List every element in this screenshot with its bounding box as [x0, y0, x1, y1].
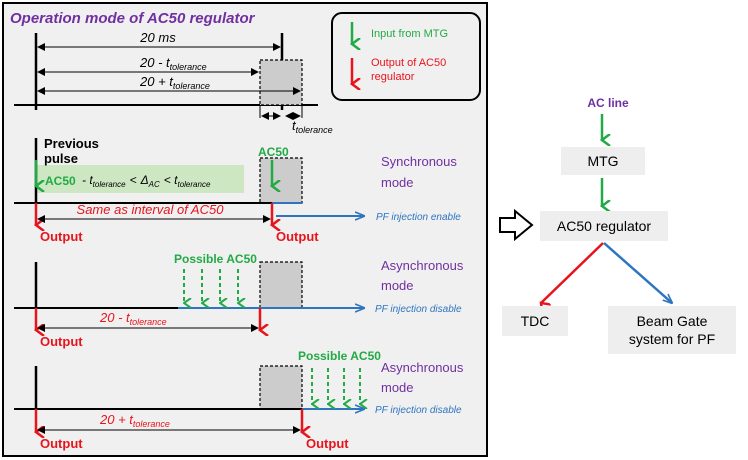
async1-interval-label: 20 - ttolerance: [99, 310, 167, 327]
regulator-to-beamgate-arrow: [603, 242, 672, 303]
block-arrow-icon: [499, 208, 534, 242]
async2-output-right: Output: [306, 436, 349, 451]
tdc-box: [502, 306, 568, 336]
regulator-label: AC50 regulator: [557, 218, 652, 234]
beam-gate-box: [608, 306, 736, 354]
plus-tolerance-label: 20 + ttolerance: [139, 74, 210, 91]
legend-output-label-2: regulator: [371, 71, 415, 83]
tdc-label: TDC: [521, 313, 550, 329]
async2-output-left: Output: [40, 436, 83, 451]
sync-mode-label-2: mode: [381, 175, 414, 190]
async2-interval-label: 20 + ttolerance: [99, 412, 170, 429]
legend-box: Input from MTG Output of AC50 regulator: [331, 12, 481, 101]
panel-title: Operation mode of AC50 regulator: [10, 10, 256, 27]
async1-possible-label: Possible AC50: [174, 252, 257, 266]
async-section-2: PF injection disable Possible AC50 Outpu…: [14, 349, 464, 451]
sync-output-right: Output: [276, 229, 319, 244]
legend-input-label: Input from MTG: [371, 28, 448, 40]
previous-pulse-label-1: Previous: [44, 136, 99, 151]
tolerance-width-label: ttolerance: [292, 118, 333, 135]
mtg-label: MTG: [587, 153, 618, 169]
regulator-to-tdc-arrow: [541, 242, 604, 303]
regulator-box: [540, 211, 668, 241]
pf-disable-label-2: PF injection disable: [375, 405, 462, 416]
pf-enable-label: PF injection enable: [376, 212, 461, 223]
sync-condition: - ttolerance<ΔAC< ttolerance: [82, 173, 211, 189]
timing-section: 20 ms 20 - ttolerance 20 + ttolerance tt…: [14, 30, 333, 135]
previous-pulse-label-2: pulse: [44, 151, 78, 166]
flow-diagram: AC line MTG AC50 regulator TDC Beam Gate…: [499, 96, 736, 354]
mtg-box: [561, 147, 645, 175]
beam-gate-label-1: Beam Gate: [637, 313, 708, 329]
async-section-1: PF injection disable Possible AC50 Outpu…: [14, 252, 464, 349]
async2-possible-label: Possible AC50: [298, 349, 381, 363]
sync-cond-prefix: AC50: [45, 174, 76, 188]
ac-line-label: AC line: [587, 96, 629, 110]
sync-condition-bg: [35, 165, 244, 193]
async1-tolerance-window: [259, 261, 303, 309]
legend-output-label-1: Output of AC50: [371, 57, 446, 69]
synchronous-section: Previous pulse AC50 - ttolerance<ΔAC< tt…: [14, 136, 461, 244]
sync-tolerance-window: [259, 157, 303, 204]
interval-label: 20 ms: [139, 30, 176, 45]
minus-tolerance-label: 20 - ttolerance: [139, 55, 207, 72]
sync-ac50-label: AC50: [258, 145, 289, 159]
async2-tolerance-window: [259, 365, 303, 410]
async2-mode-label-1: Asynchronous: [381, 360, 464, 375]
tolerance-window: [259, 59, 303, 106]
async1-output-left: Output: [40, 334, 83, 349]
beam-gate-label-2: system for PF: [629, 331, 715, 347]
sync-interval-label: Same as interval of AC50: [77, 202, 225, 217]
async2-mode-label-2: mode: [381, 380, 414, 395]
sync-mode-label-1: Synchronous: [381, 154, 457, 169]
async1-mode-label-1: Asynchronous: [381, 258, 464, 273]
async1-mode-label-2: mode: [381, 278, 414, 293]
sync-output-left: Output: [40, 229, 83, 244]
pf-disable-label-1: PF injection disable: [375, 304, 462, 315]
